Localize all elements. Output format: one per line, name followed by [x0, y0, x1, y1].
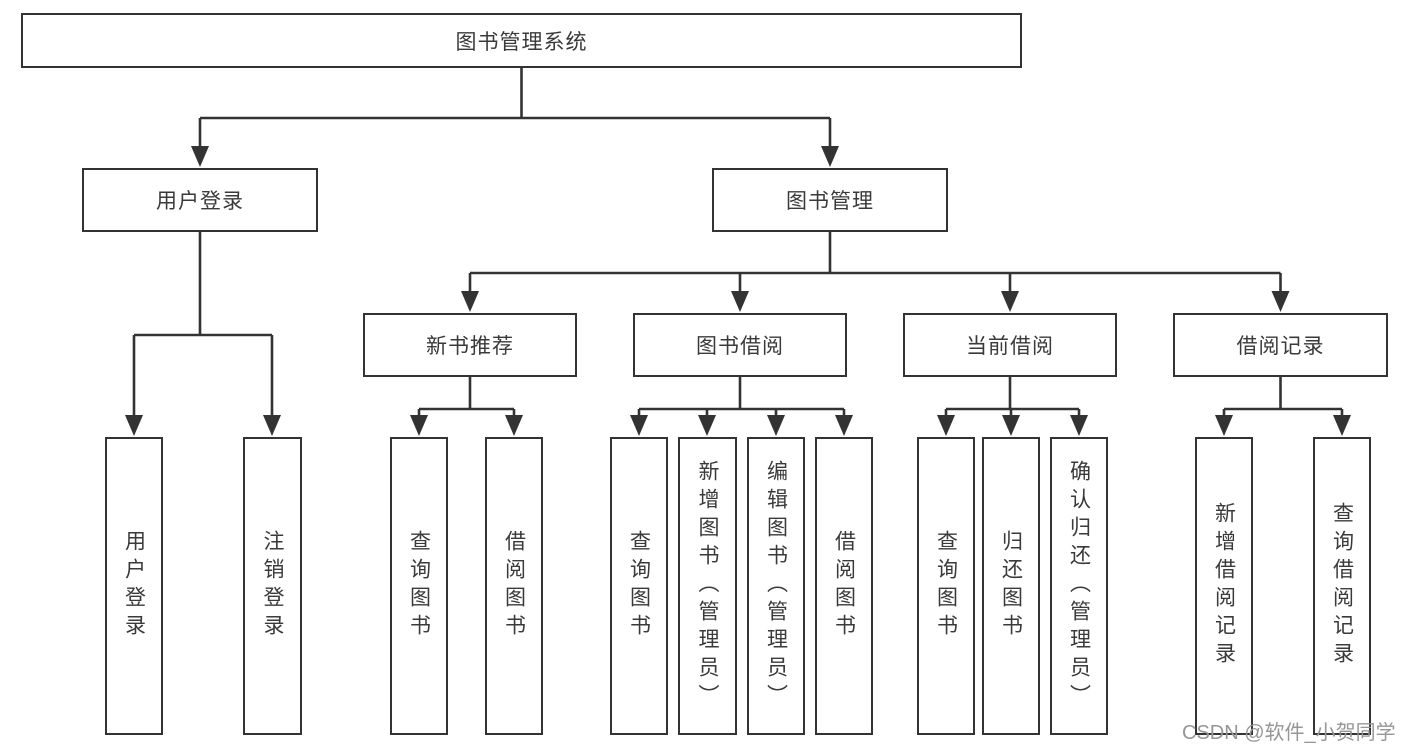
node-label: 新书推荐: [426, 335, 514, 358]
leaf-add-borrow-record: 新增借阅记录: [1195, 437, 1253, 735]
node-root-system: 图书管理系统: [21, 13, 1022, 68]
node-user-login-group: 用户登录: [82, 168, 318, 232]
node-label: 图书借阅: [696, 335, 784, 358]
leaf-add-books-admin: 新增图书（管理员）: [678, 437, 737, 735]
leaf-label: 查询图书: [407, 530, 431, 642]
leaf-logout: 注销登录: [243, 437, 302, 735]
leaf-label: 确认归还（管理员）: [1067, 460, 1091, 712]
leaf-label: 查询图书: [627, 530, 651, 642]
leaf-label: 查询借阅记录: [1330, 502, 1354, 670]
leaf-borrow-books-recommend: 借阅图书: [485, 437, 543, 735]
node-borrowing-records: 借阅记录: [1173, 313, 1388, 377]
leaf-query-books-recommend: 查询图书: [390, 437, 448, 735]
leaf-user-login: 用户登录: [105, 437, 163, 735]
leaf-confirm-return-admin: 确认归还（管理员）: [1050, 437, 1108, 735]
leaf-label: 新增图书（管理员）: [696, 460, 719, 712]
node-label: 图书管理: [786, 190, 874, 213]
node-root-label: 图书管理系统: [455, 30, 588, 54]
leaf-label: 归还图书: [999, 530, 1023, 642]
node-label: 当前借阅: [966, 335, 1054, 358]
leaf-return-books: 归还图书: [982, 437, 1040, 735]
node-new-book-recommend: 新书推荐: [363, 313, 577, 377]
leaf-label: 借阅图书: [832, 530, 856, 642]
leaf-query-books-borrowing: 查询图书: [610, 437, 668, 735]
leaf-borrow-books-borrowing: 借阅图书: [815, 437, 873, 735]
arrowheads: [125, 146, 1351, 436]
node-current-borrowing: 当前借阅: [903, 313, 1117, 377]
leaf-label: 用户登录: [122, 530, 146, 642]
leaf-label: 注销登录: [261, 530, 284, 642]
leaf-label: 新增借阅记录: [1212, 502, 1236, 670]
leaf-label: 查询图书: [934, 530, 958, 642]
node-book-borrowing: 图书借阅: [633, 313, 847, 377]
node-label: 借阅记录: [1236, 335, 1325, 358]
leaf-query-books-current: 查询图书: [917, 437, 975, 735]
csdn-watermark: CSDN @软件_小贺同学: [1182, 722, 1396, 744]
leaf-edit-books-admin: 编辑图书（管理员）: [747, 437, 805, 735]
leaf-query-borrow-record: 查询借阅记录: [1313, 437, 1371, 735]
leaf-label: 编辑图书（管理员）: [764, 460, 788, 712]
node-label: 用户登录: [156, 190, 244, 213]
node-book-management: 图书管理: [712, 168, 948, 232]
leaf-label: 借阅图书: [502, 530, 526, 642]
